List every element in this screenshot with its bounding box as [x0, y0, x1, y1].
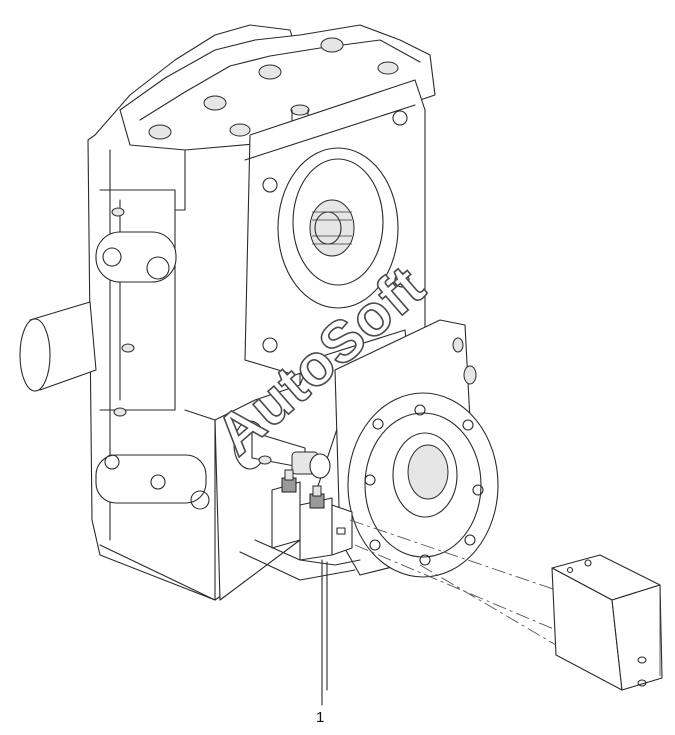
left-lugs	[95, 207, 210, 510]
callout-label-1: 1	[316, 709, 324, 726]
assembly-guide-lines	[349, 519, 557, 646]
side-flange-housing	[334, 319, 499, 578]
control-box	[551, 554, 663, 691]
left-shaft	[19, 301, 97, 392]
output-bore	[277, 147, 399, 309]
limit-switch-assembly	[239, 469, 361, 581]
top-bolts	[148, 37, 399, 140]
input-shaft	[233, 420, 331, 479]
